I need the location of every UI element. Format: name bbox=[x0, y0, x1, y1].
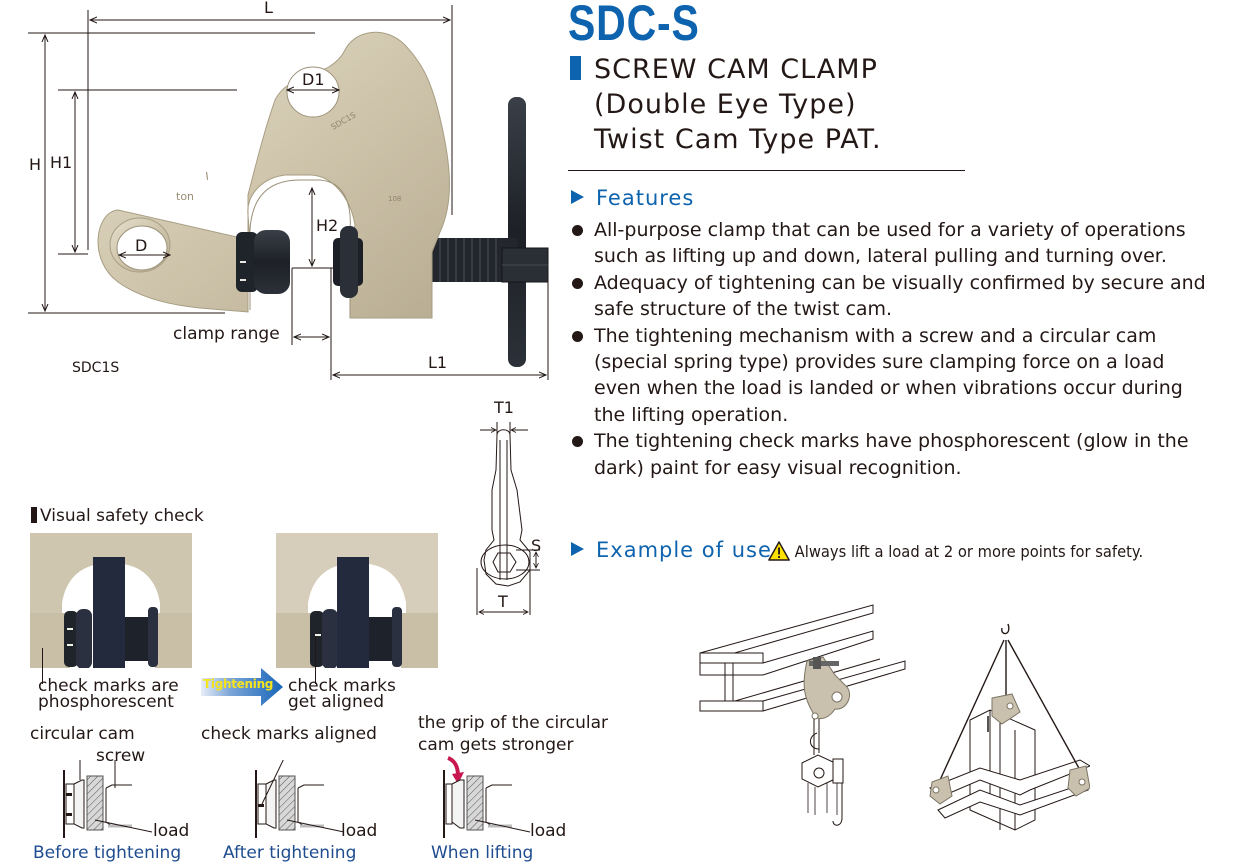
bullet-icon bbox=[572, 225, 583, 236]
dim-label-s: S bbox=[531, 536, 542, 555]
label-check-marks-aligned: check marks aligned bbox=[201, 724, 377, 744]
warning-text: Always lift a load at 2 or more points f… bbox=[794, 541, 1144, 561]
bullet-icon bbox=[572, 436, 583, 448]
square-bullet-icon bbox=[31, 507, 37, 523]
check-photo-after bbox=[276, 533, 438, 668]
feature-text: All-purpose clamp that can be used for a… bbox=[594, 219, 1186, 268]
subtitle-line-3: Twist Cam Type bbox=[594, 124, 816, 155]
callout-line bbox=[42, 648, 43, 684]
mechanism-before-diagram bbox=[63, 760, 153, 838]
dim-label-l1: L1 bbox=[428, 353, 448, 372]
feature-item: The tightening check marks have phosphor… bbox=[570, 428, 1210, 481]
check-photo-before bbox=[30, 533, 192, 668]
title-after-tightening: After tightening bbox=[223, 843, 357, 863]
model-code-label: SDC1S bbox=[72, 360, 120, 376]
caption-line: check marks are bbox=[38, 676, 179, 696]
caption-line: get aligned bbox=[288, 692, 384, 712]
feature-item: All-purpose clamp that can be used for a… bbox=[570, 217, 1210, 270]
bullet-icon bbox=[572, 277, 583, 289]
callout-line bbox=[315, 636, 316, 684]
clamp-product-diagram: I ton SDC1S 108 bbox=[28, 5, 549, 380]
svg-text:ton: ton bbox=[176, 190, 194, 203]
caption-after: check marks get aligned bbox=[288, 676, 396, 712]
caption-line: check marks bbox=[288, 676, 396, 696]
subtitle-line-2: (Double Eye Type) bbox=[594, 89, 857, 120]
product-subtitle: SCREW CAM CLAMP (Double Eye Type) Twist … bbox=[570, 52, 882, 157]
usage-illustration-beam-hoist bbox=[699, 604, 906, 826]
label-load: load bbox=[530, 821, 567, 841]
clamp-range-label: clamp range bbox=[173, 324, 280, 344]
vsc-heading-label: Visual safety check bbox=[40, 506, 204, 526]
safety-warning: Always lift a load at 2 or more points f… bbox=[768, 541, 1143, 561]
title-before-tightening: Before tightening bbox=[33, 843, 182, 863]
tightening-label: Tightening bbox=[203, 677, 274, 691]
label-grip-line-1: the grip of the circular bbox=[418, 713, 609, 733]
patent-label: PAT. bbox=[824, 124, 882, 155]
side-profile-diagram bbox=[476, 422, 540, 615]
label-grip-line-2: cam gets stronger bbox=[418, 735, 574, 755]
triangle-bullet-icon bbox=[571, 190, 584, 204]
example-heading: Example of use bbox=[571, 538, 772, 562]
subtitle-line-1: SCREW CAM CLAMP bbox=[594, 54, 878, 85]
feature-text: The tightening mechanism with a screw an… bbox=[594, 324, 1183, 426]
eye-hole-d bbox=[116, 225, 168, 271]
caption-before: check marks are phosphorescent bbox=[38, 676, 179, 712]
feature-text: The tightening check marks have phosphor… bbox=[594, 430, 1189, 479]
warning-triangle-icon bbox=[768, 541, 790, 561]
dim-label-h1: H1 bbox=[50, 153, 73, 172]
tightening-arrow-icon bbox=[201, 668, 283, 706]
dim-label-h: H bbox=[29, 155, 42, 174]
bullet-icon bbox=[572, 330, 583, 342]
svg-text:I: I bbox=[205, 170, 210, 183]
title-accent-bar bbox=[570, 56, 581, 80]
dim-label-t1: T1 bbox=[494, 398, 514, 417]
circular-cam bbox=[254, 230, 290, 294]
feature-item: The tightening mechanism with a screw an… bbox=[570, 323, 1210, 429]
dim-label-t: T bbox=[498, 592, 508, 611]
features-list: All-purpose clamp that can be used for a… bbox=[570, 217, 1210, 481]
label-screw: screw bbox=[96, 746, 146, 766]
visual-safety-check-heading: Visual safety check bbox=[31, 506, 204, 526]
features-heading: Features bbox=[571, 186, 694, 210]
label-load: load bbox=[341, 821, 378, 841]
t-handle-bar bbox=[508, 97, 526, 367]
dim-label-d: D bbox=[135, 236, 148, 255]
model-title: SDC-S bbox=[568, 0, 700, 51]
usage-illustration-column-lift bbox=[929, 623, 1090, 831]
label-load: load bbox=[153, 821, 190, 841]
mechanism-after-diagram bbox=[255, 760, 345, 838]
dim-label-h2: H2 bbox=[316, 216, 339, 235]
mechanism-lifting-diagram bbox=[443, 756, 531, 838]
header-divider bbox=[568, 170, 965, 171]
feature-text: Adequacy of tightening can be visually c… bbox=[594, 271, 1206, 321]
red-arrow-icon bbox=[452, 772, 464, 784]
svg-text:108: 108 bbox=[388, 195, 401, 203]
features-heading-label: Features bbox=[596, 186, 695, 210]
label-circular-cam: circular cam bbox=[30, 724, 135, 744]
example-heading-label: Example of use bbox=[596, 538, 772, 562]
dim-label-d1: D1 bbox=[302, 70, 325, 89]
title-when-lifting: When lifting bbox=[431, 843, 534, 863]
triangle-bullet-icon bbox=[571, 542, 584, 556]
feature-item: Adequacy of tightening can be visually c… bbox=[570, 270, 1210, 323]
dim-label-l: L bbox=[264, 0, 273, 17]
caption-line: phosphorescent bbox=[38, 692, 174, 712]
